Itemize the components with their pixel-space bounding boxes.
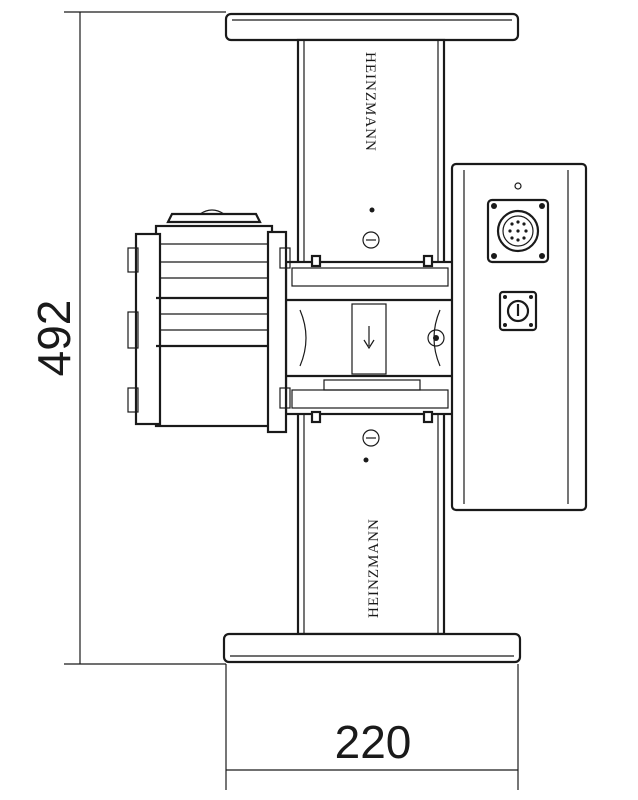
clamp-body xyxy=(284,260,456,416)
clamp-stud-bottom-left xyxy=(310,410,322,424)
top-flange xyxy=(224,12,520,42)
connector-screw-bl xyxy=(491,253,497,259)
indicator-led-icon xyxy=(514,182,522,190)
connector-screw-tr xyxy=(539,203,545,209)
flow-direction-arrow-icon xyxy=(363,326,375,350)
actuator-housing xyxy=(127,209,291,434)
housing-end-tab-middle xyxy=(127,311,139,349)
bottom-flange xyxy=(222,632,522,664)
bottom-flange-plate xyxy=(222,632,522,664)
connector-pin xyxy=(516,220,520,224)
top-flange-plate xyxy=(224,12,520,42)
small-connector-screw-tr xyxy=(529,295,533,299)
housing-mounting-flange xyxy=(266,230,288,434)
width-dimension: 220 xyxy=(225,664,519,790)
housing-flange-bolt-lower xyxy=(279,387,291,409)
connector-pin xyxy=(522,236,526,240)
brand-upper-logo-icon xyxy=(362,231,380,249)
brand-upper-text: HEINZMANN xyxy=(362,52,378,152)
height-dimension-label: 492 xyxy=(28,300,80,377)
clamp-side-bolt-icon xyxy=(427,329,445,347)
housing-flange-bolt-upper xyxy=(279,247,291,269)
small-connector-screw-tl xyxy=(503,295,507,299)
clamp-stud-bottom-right xyxy=(422,410,434,424)
connector-pin xyxy=(516,229,520,233)
connector-pin xyxy=(508,229,512,233)
connector-pin xyxy=(510,236,514,240)
connector-pin xyxy=(516,238,520,242)
brand-upper-dot xyxy=(369,207,375,213)
connector-pin xyxy=(510,222,514,226)
clamp-lower-strip xyxy=(323,379,421,391)
clamp-stud-top-left xyxy=(310,254,322,268)
connector-pin xyxy=(522,222,526,226)
center-clamp xyxy=(284,254,456,424)
connector-pin-ring xyxy=(502,215,534,247)
width-dimension-label: 220 xyxy=(335,716,412,768)
clamp-side-bolt-center xyxy=(433,335,439,341)
housing-top-cap xyxy=(166,212,262,224)
clamp-window xyxy=(351,303,387,375)
housing-body xyxy=(154,224,274,428)
brand-upper: HEINZMANN xyxy=(362,52,380,249)
brand-lower-logo-icon xyxy=(362,429,380,447)
clamp-top-band xyxy=(291,267,449,287)
housing-top-knob xyxy=(199,209,225,215)
housing-end-cover xyxy=(134,232,162,426)
electronics-box xyxy=(450,162,588,512)
housing-end-tab-upper xyxy=(127,247,139,273)
connector-screw-br xyxy=(539,253,545,259)
electronics-box-body xyxy=(450,162,588,512)
connector-pins xyxy=(508,220,528,242)
housing-end-tab-lower xyxy=(127,387,139,413)
height-dimension: 492 xyxy=(28,11,226,665)
clamp-stud-top-right xyxy=(422,254,434,268)
connector-pin xyxy=(524,229,528,233)
brand-lower-text: HEINZMANN xyxy=(366,518,382,618)
brand-lower-dot xyxy=(363,457,369,463)
small-connector-screw-br xyxy=(529,323,533,327)
small-connector-screw-bl xyxy=(503,323,507,327)
connector-screw-tl xyxy=(491,203,497,209)
brand-lower: HEINZMANN xyxy=(362,429,382,618)
clamp-left-curve xyxy=(299,309,307,367)
